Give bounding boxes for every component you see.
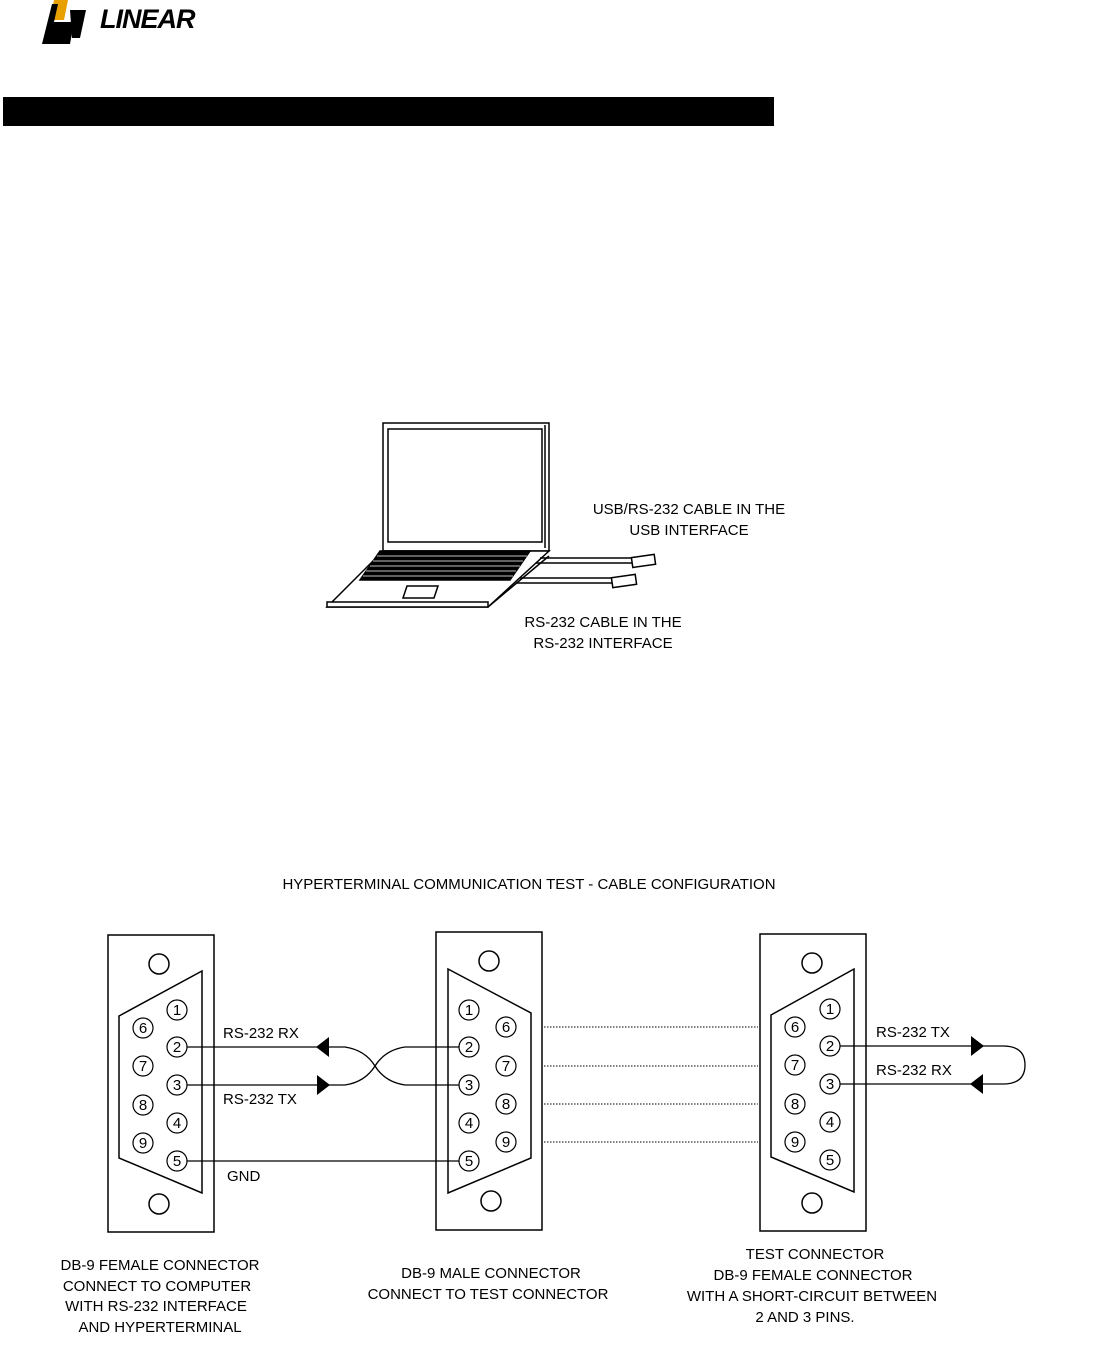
right-tx-label: RS-232 TX [876, 1024, 950, 1041]
tx-arrow-icon [317, 1075, 330, 1095]
middle-pin-6: 6 [502, 1019, 510, 1036]
left-pin-7: 7 [139, 1058, 147, 1075]
middle-pin-9: 9 [502, 1134, 510, 1151]
rx-arrow-icon [316, 1037, 329, 1057]
usb-cable-label-line1: USB/RS-232 CABLE IN THE [593, 501, 785, 518]
left-gnd-label: GND [227, 1168, 261, 1185]
left-pin-3: 3 [173, 1077, 181, 1094]
right-pin-7: 7 [791, 1057, 799, 1074]
left-pin-1: 1 [173, 1002, 181, 1019]
left-pin-5: 5 [173, 1153, 181, 1170]
middle-pin-3: 3 [465, 1077, 473, 1094]
right-pin-5: 5 [826, 1152, 834, 1169]
right-db9-test-connector [759, 933, 867, 1232]
right-pin-9: 9 [791, 1134, 799, 1151]
left-pin-6: 6 [139, 1020, 147, 1037]
middle-pin-8: 8 [502, 1096, 510, 1113]
middle-pin-4: 4 [465, 1115, 473, 1132]
laptop-illustration [325, 422, 657, 608]
middle-pin-5: 5 [465, 1153, 473, 1170]
loop-tx-arrow-icon [971, 1036, 984, 1056]
dotted-links [544, 1026, 758, 1143]
middle-db9-male-connector [435, 931, 543, 1231]
loopback-arrows [970, 1036, 984, 1094]
linear-logo-icon [42, 0, 86, 44]
linear-logo [40, 0, 210, 48]
section-header-bar [3, 97, 774, 126]
usb-cable-label-line2: USB INTERFACE [629, 522, 748, 539]
right-pin-1: 1 [826, 1001, 834, 1018]
rs232-cable-label-line2: RS-232 INTERFACE [533, 635, 672, 652]
right-rx-label: RS-232 RX [876, 1062, 952, 1079]
middle-pin-7: 7 [502, 1058, 510, 1075]
middle-pin-1: 1 [465, 1002, 473, 1019]
left-caption-line1: DB-9 FEMALE CONNECTOR [61, 1257, 260, 1274]
left-pin-8: 8 [139, 1097, 147, 1114]
cable-diagram-title: HYPERTERMINAL COMMUNICATION TEST - CABLE… [282, 876, 775, 893]
right-caption-line4: 2 AND 3 PINS. [755, 1309, 854, 1326]
loop-rx-arrow-icon [970, 1074, 983, 1094]
right-pin-6: 6 [791, 1019, 799, 1036]
right-pin-8: 8 [791, 1096, 799, 1113]
left-tx-label: RS-232 TX [223, 1091, 297, 1108]
left-rx-label: RS-232 RX [223, 1025, 299, 1042]
left-db9-female-connector [107, 934, 215, 1233]
wiring-left-to-middle [187, 1046, 459, 1162]
right-pin-2: 2 [826, 1038, 834, 1055]
left-caption-line4: AND HYPERTERMINAL [78, 1319, 241, 1336]
right-pin-4: 4 [826, 1114, 834, 1131]
left-pin-2: 2 [173, 1039, 181, 1056]
middle-caption-line2: CONNECT TO TEST CONNECTOR [368, 1286, 609, 1303]
middle-pin-2: 2 [465, 1039, 473, 1056]
right-connector-pins [784, 998, 841, 1171]
left-caption-line2: CONNECT TO COMPUTER [63, 1278, 252, 1295]
middle-caption-line1: DB-9 MALE CONNECTOR [401, 1265, 581, 1282]
left-pin-4: 4 [173, 1115, 181, 1132]
right-caption-line3: WITH A SHORT-CIRCUIT BETWEEN [687, 1288, 937, 1305]
right-pin-3: 3 [826, 1076, 834, 1093]
brand-name: LINEAR [100, 4, 195, 34]
left-pin-9: 9 [139, 1135, 147, 1152]
left-caption-line3: WITH RS-232 INTERFACE [65, 1298, 247, 1315]
right-caption-line1: TEST CONNECTOR [746, 1246, 885, 1263]
right-caption-line2: DB-9 FEMALE CONNECTOR [714, 1267, 913, 1284]
rs232-cable-label-line1: RS-232 CABLE IN THE [524, 614, 681, 631]
wire-arrows [316, 1037, 330, 1095]
